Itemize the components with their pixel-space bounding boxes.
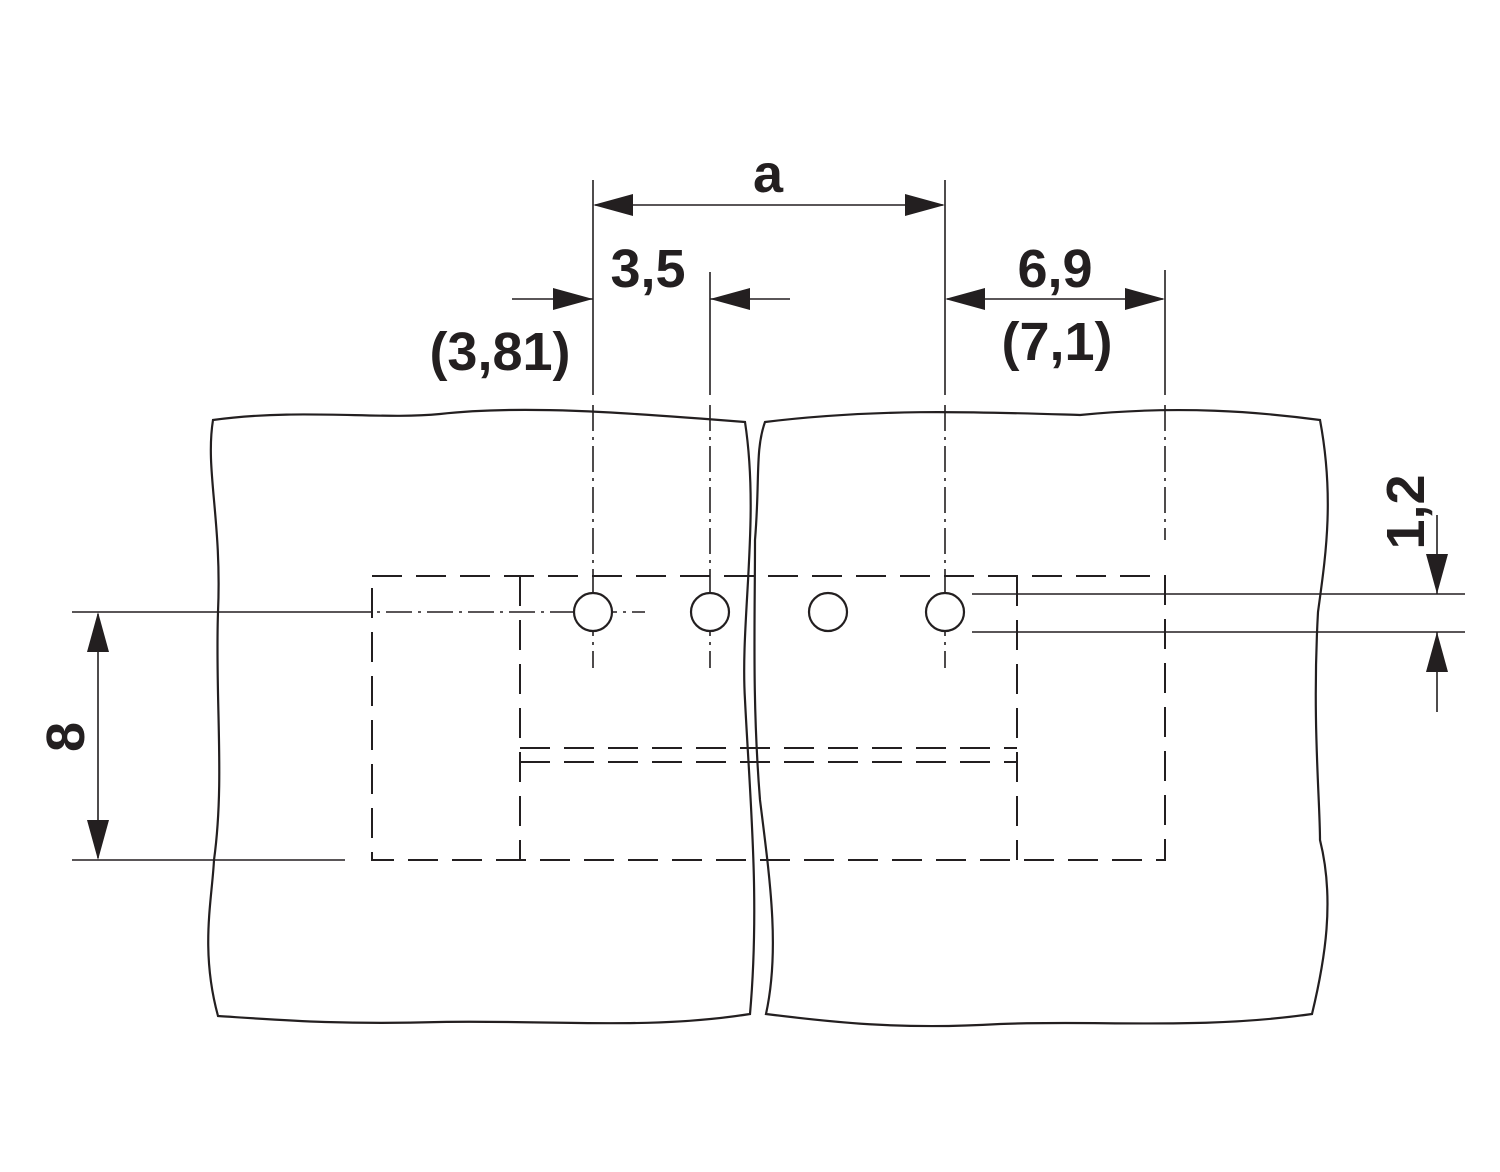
arrow-row-bottom (87, 820, 109, 860)
arrow-pitch-right (905, 194, 945, 216)
label-offset-left-alt: (3,81) (429, 322, 570, 382)
arrow-pitch-left (593, 194, 633, 216)
board-section-right (753, 408, 1329, 1028)
solder-hole-2 (689, 591, 731, 633)
arrow-row-top (87, 612, 109, 652)
solder-hole-1 (572, 591, 614, 633)
board-section-left (207, 408, 756, 1025)
label-offset-right-alt: (7,1) (1001, 312, 1112, 372)
arrow-offset-left-b (710, 288, 750, 310)
solder-hole-3 (807, 591, 849, 633)
arrow-hole-top (1426, 554, 1448, 594)
component-outline (371, 575, 1166, 861)
arrow-offset-right-left (945, 288, 985, 310)
arrow-offset-right-right (1125, 288, 1165, 310)
arrow-offset-left-a (553, 288, 593, 310)
label-hole-diameter: 1,2 (1376, 474, 1436, 549)
label-offset-right: 6,9 (1017, 239, 1092, 299)
label-pitch: a (753, 144, 784, 204)
label-row-height: 8 (36, 722, 96, 752)
solder-hole-4 (924, 591, 966, 633)
arrow-hole-bottom (1426, 632, 1448, 672)
label-offset-left: 3,5 (610, 239, 685, 299)
